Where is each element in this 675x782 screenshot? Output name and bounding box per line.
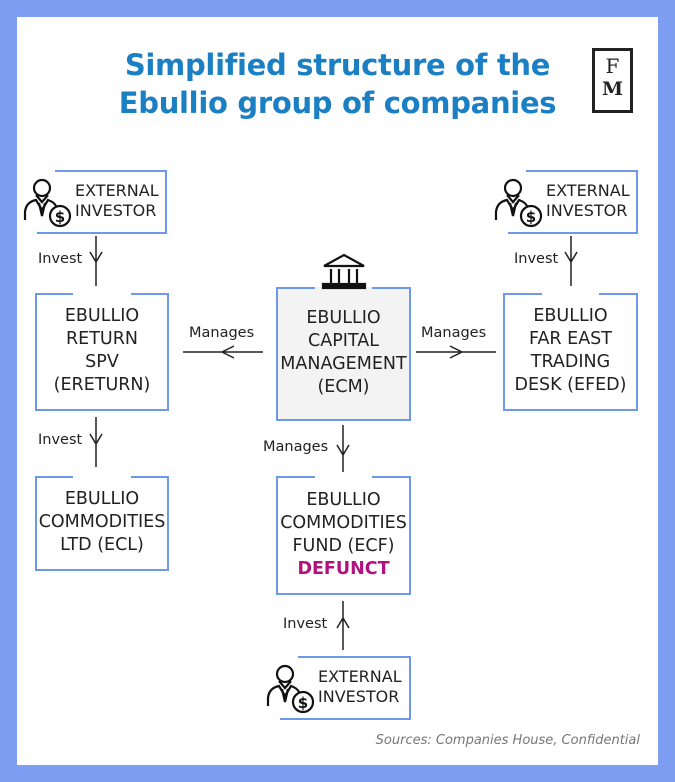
edge-label-manages: Manages xyxy=(263,439,329,455)
defunct-badge: DEFUNCT xyxy=(297,558,390,579)
edge-label-manages: Manages xyxy=(189,325,255,341)
bank-icon xyxy=(321,253,367,290)
edge-label-invest: Invest xyxy=(283,616,328,632)
fm-logo: F M xyxy=(592,48,633,113)
edge-label-invest: Invest xyxy=(38,251,83,267)
svg-text:$: $ xyxy=(298,694,308,712)
svg-text:$: $ xyxy=(55,208,65,226)
investor-icon: $ xyxy=(266,664,315,714)
investor-icon: $ xyxy=(494,178,543,228)
investor-icon: $ xyxy=(23,178,72,228)
title-line-2: Ebullio group of companies xyxy=(118,86,557,120)
title-line-1: Simplified structure of the xyxy=(124,48,551,82)
source-note: Sources: Companies House, Confidential xyxy=(375,733,640,748)
edge-label-manages: Manages xyxy=(421,325,487,341)
edge-label-invest: Invest xyxy=(514,251,559,267)
svg-text:$: $ xyxy=(526,208,536,226)
edge-label-invest: Invest xyxy=(38,432,83,448)
